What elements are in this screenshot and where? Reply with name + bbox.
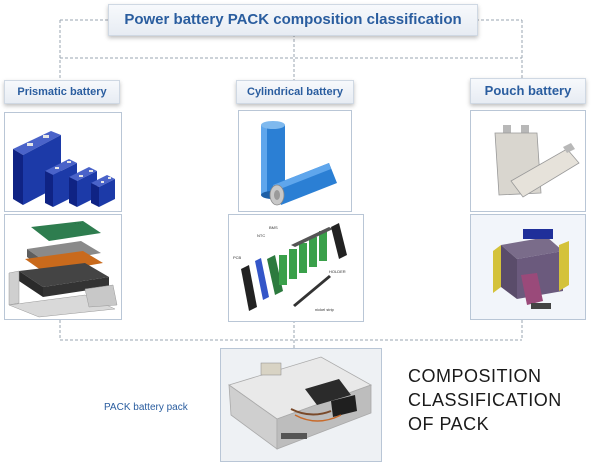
svg-text:HOLDER: HOLDER — [329, 269, 346, 274]
label-prismatic: Prismatic battery — [4, 80, 120, 104]
composition-line-2: CLASSIFICATION — [408, 390, 562, 410]
pack-battery-label: PACK battery pack — [104, 402, 188, 413]
label-cylindrical: Cylindrical battery — [236, 80, 354, 104]
cylinder-lying — [269, 163, 337, 206]
label-pouch: Pouch battery — [470, 78, 586, 104]
prismatic-cells-image — [4, 112, 122, 212]
pouch-cells-image — [470, 110, 586, 212]
cylindrical-pack-exploded-image: NTC BMS PCB HOLDER nickel strip — [228, 214, 364, 322]
pouch-pack-image — [470, 214, 586, 320]
svg-text:nickel strip: nickel strip — [315, 307, 335, 312]
composition-line-3: OF PACK — [408, 414, 490, 434]
cylindrical-cells-image — [238, 110, 352, 212]
svg-text:· · ·: · · · — [75, 221, 81, 226]
composition-line-1: COMPOSITION — [408, 366, 542, 386]
pack-battery-image — [220, 348, 382, 462]
svg-text:PCB: PCB — [233, 255, 242, 260]
diagram-title: Power battery PACK composition classific… — [108, 4, 478, 36]
prismatic-pack-exploded-image: · · · — [4, 214, 122, 320]
svg-text:NTC: NTC — [257, 233, 265, 238]
svg-text:BMS: BMS — [269, 225, 278, 230]
composition-heading: COMPOSITION CLASSIFICATION OF PACK — [408, 364, 562, 436]
